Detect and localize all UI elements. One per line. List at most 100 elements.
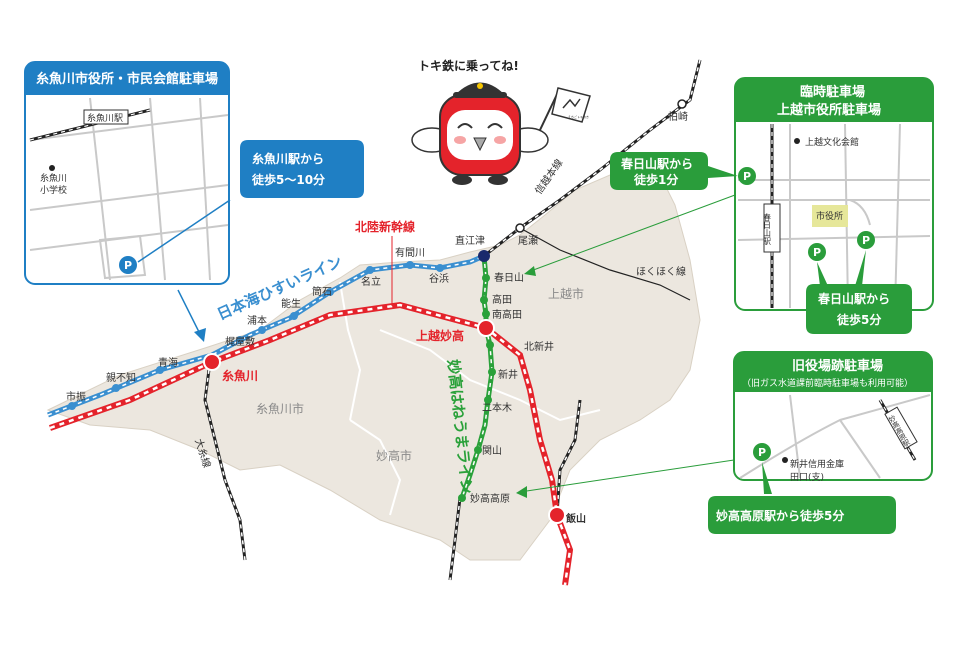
station-oyashirazu-marker xyxy=(112,384,120,392)
station-sekiyama: 関山 xyxy=(482,445,502,457)
callout-joetsu-a-line2: 徒歩1分 xyxy=(633,172,678,187)
callout-itoigawa xyxy=(240,140,364,198)
station-tanihama-marker xyxy=(436,264,444,272)
station-nou-marker xyxy=(290,312,298,320)
rail-hokuhoku xyxy=(519,227,691,301)
station-arimagawa-marker xyxy=(406,261,414,269)
callout-joetsu-b xyxy=(806,284,912,334)
city-myoko: 妙高市 xyxy=(376,448,412,463)
callout-joetsu-a xyxy=(610,152,708,190)
station-tsutsuishi: 筒石 xyxy=(312,285,332,298)
svg-text:P: P xyxy=(813,246,821,259)
panel-myoko: 旧役場跡駐車場 （旧ガス水道課前臨時駐車場も利用可能） 妙高高原駅 P 新井信用… xyxy=(516,351,933,534)
station-arimagawa: 有間川 xyxy=(395,246,425,259)
panel-joetsu-cityhall: 市役所 xyxy=(816,210,843,222)
panel-itoigawa-station-tag: 糸魚川駅 xyxy=(87,112,123,124)
station-kashiwazaki: 柏崎 xyxy=(668,110,688,123)
label-hokuriku-shinkansen: 北陸新幹線 xyxy=(355,219,415,234)
station-takada-marker xyxy=(480,296,488,304)
panel-joetsu-station-tag: 春日山駅 xyxy=(763,212,772,246)
station-tsutsuishi-marker xyxy=(326,288,334,296)
callout-joetsu-b-line1: 春日山駅から xyxy=(817,291,890,306)
callout-itoigawa-line1: 糸魚川駅から xyxy=(252,151,324,166)
station-kitaarai: 北新井 xyxy=(524,340,554,353)
station-sekiyama-marker xyxy=(474,446,482,454)
station-kasugayama-marker xyxy=(482,274,490,282)
station-omi: 青海 xyxy=(158,356,178,369)
panel-myoko-bank-1: 新井信用金庫 xyxy=(790,458,844,470)
city-joetsu: 上越市 xyxy=(548,286,584,301)
station-nihongi: 二本木 xyxy=(482,401,512,414)
svg-text:P: P xyxy=(862,234,870,247)
station-nou: 能生 xyxy=(281,297,301,310)
callout-myoko-text: 妙高高原駅から徒歩5分 xyxy=(716,508,844,523)
callout-joetsu-b-line2: 徒歩5分 xyxy=(836,312,881,327)
station-myokokogen: 妙高高原 xyxy=(470,492,510,505)
station-kasugayama: 春日山 xyxy=(494,272,524,284)
parking-icon-joetsu-c xyxy=(857,231,875,249)
rail-myoko-south-dash xyxy=(449,497,461,581)
station-urahon-marker xyxy=(258,326,266,334)
flag-text: えちごトキめき xyxy=(568,114,589,119)
station-iiyama-marker xyxy=(548,506,566,524)
station-nadachi-marker xyxy=(366,266,374,274)
mascot-caption: トキ鉄に乗ってね! xyxy=(418,58,519,73)
station-joetsu-myoko-marker xyxy=(477,319,495,337)
svg-text:P: P xyxy=(758,446,766,459)
station-takada: 高田 xyxy=(492,293,512,306)
station-tanihama: 谷浜 xyxy=(429,273,449,285)
station-joetsu-myoko: 上越妙高 xyxy=(416,328,464,343)
station-kajiyashiki-marker xyxy=(236,336,244,344)
parking-icon-itoigawa xyxy=(119,256,137,274)
label-hokuhoku: ほくほく線 xyxy=(636,265,686,278)
label-shinetsu: 信越本線 xyxy=(532,156,566,196)
callout-myoko xyxy=(708,496,896,534)
land-area xyxy=(46,174,701,561)
station-oze-marker xyxy=(515,223,525,233)
boundary-joetsu-itoigawa xyxy=(339,281,362,421)
station-kitaarai-marker xyxy=(486,341,494,349)
svg-text:P: P xyxy=(743,170,751,183)
rail-hisui-line xyxy=(47,253,485,418)
panel-itoigawa-school-2: 小学校 xyxy=(40,184,67,196)
station-itoigawa-marker xyxy=(203,353,221,371)
station-arai: 新井 xyxy=(498,368,518,381)
panel-myoko-subtitle: （旧ガス水道課前臨時駐車場も利用可能） xyxy=(742,377,913,389)
parking-icon-joetsu-b xyxy=(808,243,826,261)
station-kashiwazaki-marker xyxy=(677,99,687,109)
callout-joetsu-a-line1: 春日山駅から xyxy=(620,156,693,171)
station-ichiburi: 市振 xyxy=(66,390,86,403)
panel-joetsu: 臨時駐車場 上越市役所駐車場 春日山駅 上越文化会館 市役所 P P P 春日山… xyxy=(524,77,934,334)
panel-joetsu-title-2: 上越市役所駐車場 xyxy=(777,102,881,118)
station-ichiburi-marker xyxy=(68,402,76,410)
station-naoetsu: 直江津 xyxy=(455,234,485,247)
panel-joetsu-culture: 上越文化会館 xyxy=(805,136,859,148)
station-nadachi: 名立 xyxy=(361,275,381,288)
station-nihongi-marker xyxy=(484,396,492,404)
panel-itoigawa-school-1: 糸魚川 xyxy=(40,172,67,184)
station-naoetsu-marker xyxy=(478,250,490,262)
station-omi-marker xyxy=(156,366,164,374)
station-oze: 尾瀬 xyxy=(518,235,538,247)
city-itoigawa: 糸魚川市 xyxy=(256,401,304,416)
rail-shinetsu-dash xyxy=(483,59,701,257)
panel-itoigawa-title: 糸魚川市役所・市民会館駐車場 xyxy=(36,71,218,87)
station-iiyama: 飯山 xyxy=(565,512,586,525)
station-kajiyashiki: 梶屋敷 xyxy=(225,335,255,348)
station-minamitakada: 南高田 xyxy=(492,308,522,321)
parking-icon-joetsu-a xyxy=(738,167,756,185)
parking-icon-myoko xyxy=(753,443,771,461)
panel-myoko-title: 旧役場跡駐車場 xyxy=(792,358,883,374)
mascot-illustration: トキ鉄に乗ってね! えちごトキめき xyxy=(411,58,591,185)
panel-itoigawa: 糸魚川市役所・市民会館駐車場 糸魚川駅 糸魚川 小学校 P 糸魚川駅から 徒歩5… xyxy=(24,61,364,342)
station-arai-marker xyxy=(488,368,496,376)
callout-itoigawa-line2: 徒歩5〜10分 xyxy=(251,172,325,187)
boundary-joetsu-myoko xyxy=(379,329,601,422)
station-minamitakada-marker xyxy=(482,310,490,318)
rail-iiyama-dash xyxy=(556,399,581,516)
station-myokokogen-marker xyxy=(458,494,466,502)
panel-joetsu-title-1: 臨時駐車場 xyxy=(800,84,865,100)
station-urahon: 浦本 xyxy=(247,314,267,327)
station-itoigawa: 糸魚川 xyxy=(222,368,258,383)
